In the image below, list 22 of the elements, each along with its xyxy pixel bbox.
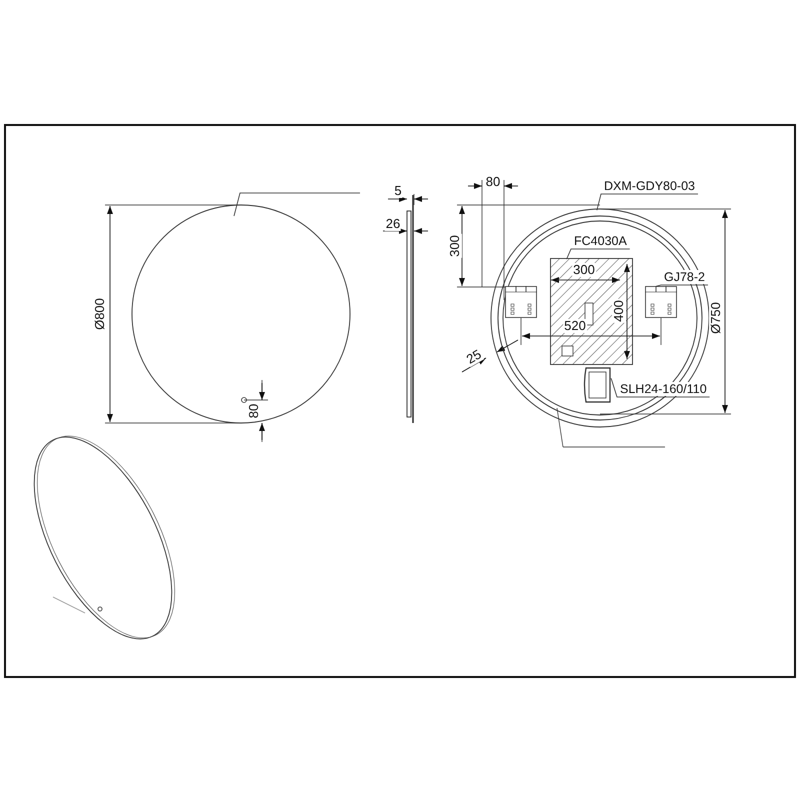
- dimension-label: 80: [247, 402, 261, 420]
- dimension-label: 520: [563, 319, 587, 333]
- dimension-label: Ø750: [709, 301, 723, 335]
- dimension-label: 80: [484, 175, 502, 189]
- leader-line: [656, 284, 708, 287]
- dimension-label: Ø800: [93, 297, 107, 331]
- dimension-label: 26: [384, 217, 402, 231]
- dimension-label: 300: [572, 263, 596, 277]
- transformer-box: [583, 365, 612, 405]
- dimension-label: 300: [448, 234, 462, 258]
- mounting-plate: [550, 258, 633, 365]
- leader-line: [566, 248, 630, 260]
- dimension-label: 400: [612, 299, 626, 323]
- leader-line: [610, 378, 710, 398]
- leader-line: [596, 194, 698, 211]
- mirror-ring: [490, 208, 710, 428]
- part-number-label: SLH24-160/110: [619, 382, 708, 396]
- mounting-bracket: [645, 286, 677, 318]
- dimension-label: 5: [393, 184, 403, 198]
- part-number-label: GJ78-2: [663, 270, 706, 284]
- part-number-label: FC4030A: [573, 234, 628, 248]
- part-number-label: DXM-GDY80-03: [603, 179, 696, 193]
